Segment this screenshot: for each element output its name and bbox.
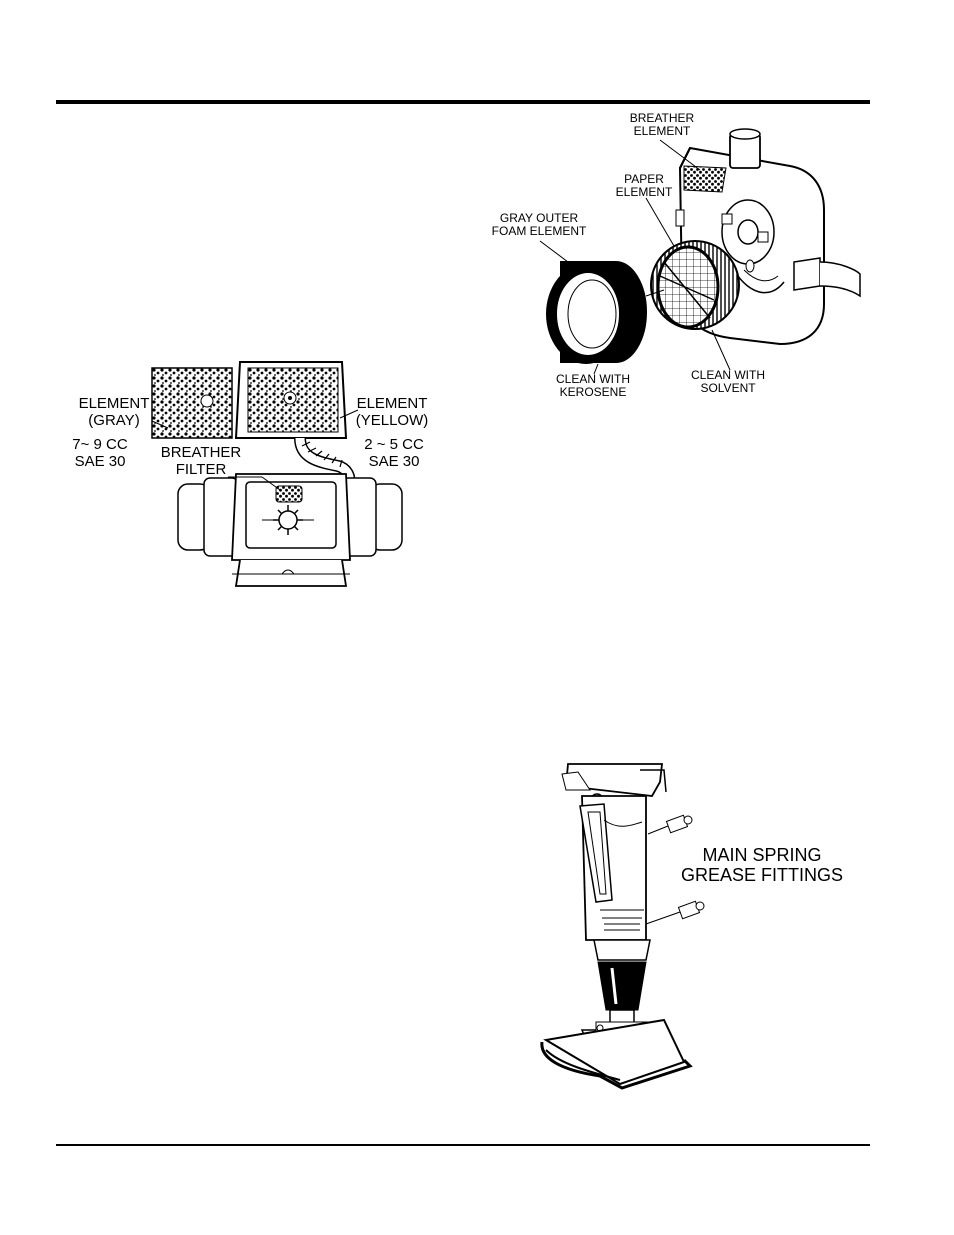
label-paper-element: PAPER ELEMENT [612, 173, 676, 200]
rammer-illustration [542, 764, 690, 1088]
grease-fitting-lower [646, 901, 704, 924]
yellow-foam-element [236, 362, 358, 438]
label-main-spring-grease-fittings: MAIN SPRING GREASE FITTINGS [672, 845, 852, 885]
paper-element [651, 241, 739, 329]
label-clean-solvent: CLEAN WITH SOLVENT [682, 369, 774, 396]
air-filter-housing [178, 474, 402, 586]
label-element-yellow: ELEMENT (YELLOW) [352, 396, 432, 430]
gray-outer-foam-element [546, 262, 646, 364]
label-clean-kerosene: CLEAN WITH KEROSENE [548, 373, 638, 400]
gray-foam-element [152, 368, 232, 438]
label-element-gray: ELEMENT (GRAY) [74, 396, 154, 430]
label-gray-oil: 7~ 9 CC SAE 30 [62, 437, 138, 471]
label-yellow-oil: 2 ~ 5 CC SAE 30 [356, 437, 432, 471]
label-breather-element: BREATHER ELEMENT [620, 112, 704, 139]
grease-fitting-upper [648, 815, 692, 834]
label-gray-outer-foam: GRAY OUTER FOAM ELEMENT [486, 212, 592, 239]
label-breather-filter: BREATHER FILTER [156, 445, 246, 479]
